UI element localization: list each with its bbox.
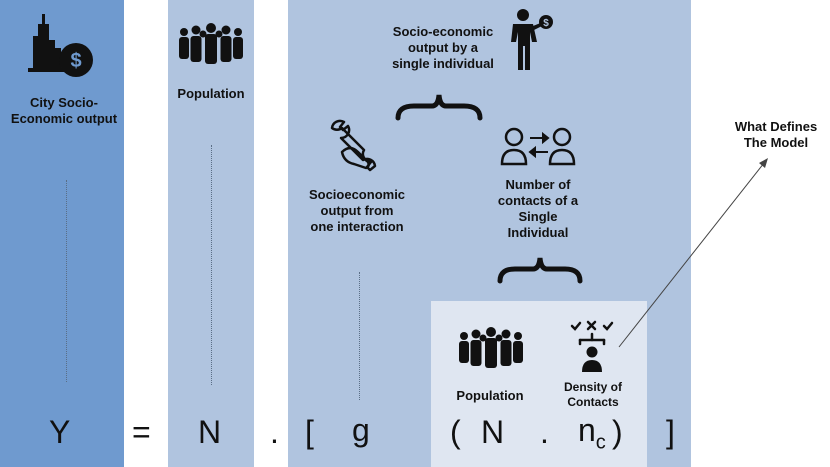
equation-open-bracket: [ bbox=[305, 414, 314, 450]
density-icon bbox=[570, 320, 614, 372]
equation-dot-inner: . bbox=[540, 414, 549, 450]
interaction-output-label: Socioeconomic output from one interactio… bbox=[308, 187, 406, 234]
equation-nc-subscript: c bbox=[595, 431, 606, 454]
panel-inner-term bbox=[431, 301, 647, 467]
crowd-icon bbox=[459, 327, 523, 368]
wrench-hand-icon bbox=[330, 119, 377, 172]
city-dollar-icon: $ bbox=[28, 14, 93, 77]
equation-equals: = bbox=[132, 414, 151, 450]
equation-close-bracket: ] bbox=[666, 414, 675, 450]
equation-g: g bbox=[352, 412, 370, 448]
density-label: Density of Contacts bbox=[563, 380, 622, 409]
equation-open-paren: ( bbox=[450, 414, 461, 450]
guide-line-n bbox=[211, 145, 212, 385]
single-output-label: Socio-economic output by a single indivi… bbox=[392, 24, 494, 71]
equation-nc-base: n bbox=[578, 412, 596, 448]
equation-n: N bbox=[198, 414, 222, 450]
svg-text:$: $ bbox=[70, 50, 81, 72]
equation-close-paren: ) bbox=[612, 414, 623, 450]
equation-dot: . bbox=[270, 414, 279, 450]
equation-y: Y bbox=[49, 414, 71, 450]
guide-line-g bbox=[359, 272, 360, 400]
guide-line-y bbox=[66, 180, 67, 382]
crowd-icon bbox=[179, 23, 243, 64]
defines-model-label: What Defines The Model bbox=[734, 119, 818, 150]
contact-exchange-icon bbox=[500, 127, 576, 166]
equation-n-inner: N bbox=[481, 414, 505, 450]
city-output-label: City Socio- Economic output bbox=[10, 95, 118, 126]
equation-nc: nc bbox=[578, 412, 606, 460]
businessman-dollar-icon: $ bbox=[511, 9, 553, 70]
svg-text:$: $ bbox=[543, 18, 549, 29]
contacts-label: Number of contacts of a Single Individua… bbox=[497, 177, 579, 240]
curly-brace-top bbox=[395, 94, 483, 121]
panel-city-output bbox=[0, 0, 124, 467]
population-top-label: Population bbox=[177, 86, 245, 101]
population-inner-label: Population bbox=[456, 388, 524, 403]
curly-brace-bottom bbox=[497, 257, 583, 284]
